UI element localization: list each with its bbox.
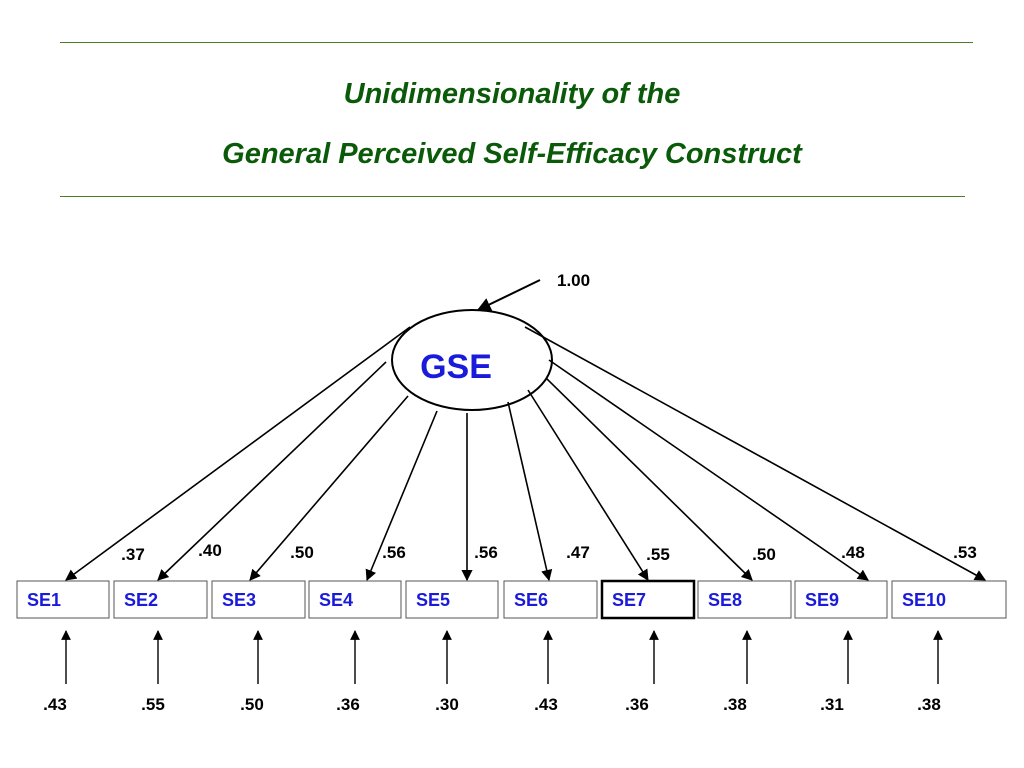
bottom-rule [60, 196, 965, 197]
loading-arrow-se1 [65, 326, 411, 581]
indicator-box-se7 [600, 579, 696, 620]
indicator-box-se2 [113, 580, 208, 619]
loading-value-se7: .55 [646, 545, 670, 564]
variance-arrow [476, 279, 541, 311]
indicator-box-se9 [794, 580, 888, 619]
indicator-box-se6 [503, 580, 598, 619]
loading-arrow-se3 [249, 395, 409, 581]
loading-arrow-se4 [365, 410, 438, 582]
loading-value-se6: .47 [566, 543, 590, 562]
indicator-label-se4: SE4 [319, 590, 353, 610]
loading-value-se5: .56 [474, 543, 498, 562]
indicator-label-se2: SE2 [124, 590, 158, 610]
indicator-box-se5 [405, 580, 499, 619]
indicator-box-se8 [697, 580, 792, 619]
loading-arrow-se6 [507, 401, 553, 582]
error-value-se4: .36 [336, 695, 360, 714]
error-value-se10: .38 [917, 695, 941, 714]
indicator-label-se1: SE1 [27, 590, 61, 610]
loading-value-se1: .37 [121, 545, 145, 564]
loading-value-se2: .40 [198, 541, 222, 560]
indicator-label-se7: SE7 [612, 590, 646, 610]
title-line-2: General Perceived Self-Efficacy Construc… [222, 138, 802, 170]
loading-value-se10: .53 [953, 543, 977, 562]
indicator-label-se10: SE10 [902, 590, 946, 610]
loading-value-se9: .48 [841, 543, 865, 562]
indicator-group: .37SE1.43.40SE2.55.50SE3.50.56SE4.36.56S… [16, 326, 1007, 714]
loading-arrow-se8 [545, 377, 753, 581]
indicator-label-se5: SE5 [416, 590, 450, 610]
error-value-se6: .43 [534, 695, 558, 714]
gse-ellipse [391, 309, 553, 411]
error-value-se5: .30 [435, 695, 459, 714]
top-rule [60, 42, 973, 43]
gse-label: GSE [420, 348, 492, 386]
indicator-label-se9: SE9 [805, 590, 839, 610]
error-value-se7: .36 [625, 695, 649, 714]
loading-value-se8: .50 [752, 545, 776, 564]
indicator-label-se3: SE3 [222, 590, 256, 610]
indicator-box-se4 [308, 580, 402, 619]
loading-arrow-se2 [157, 361, 387, 581]
error-value-se3: .50 [240, 695, 264, 714]
indicator-box-se10 [891, 580, 1007, 619]
loading-arrow-se7 [527, 389, 649, 581]
indicator-label-se8: SE8 [708, 590, 742, 610]
loading-arrow-se10 [524, 326, 986, 581]
error-value-se9: .31 [820, 695, 844, 714]
variance-value: 1.00 [557, 271, 590, 290]
loading-value-se3: .50 [290, 543, 314, 562]
loading-arrow-se9 [548, 359, 869, 581]
indicator-box-se3 [211, 580, 306, 619]
error-value-se2: .55 [141, 695, 165, 714]
indicator-box-se1 [16, 580, 110, 619]
title-line-1: Unidimensionality of the [343, 78, 681, 110]
loading-value-se4: .56 [382, 543, 406, 562]
indicator-label-se6: SE6 [514, 590, 548, 610]
error-value-se1: .43 [43, 695, 67, 714]
error-value-se8: .38 [723, 695, 747, 714]
